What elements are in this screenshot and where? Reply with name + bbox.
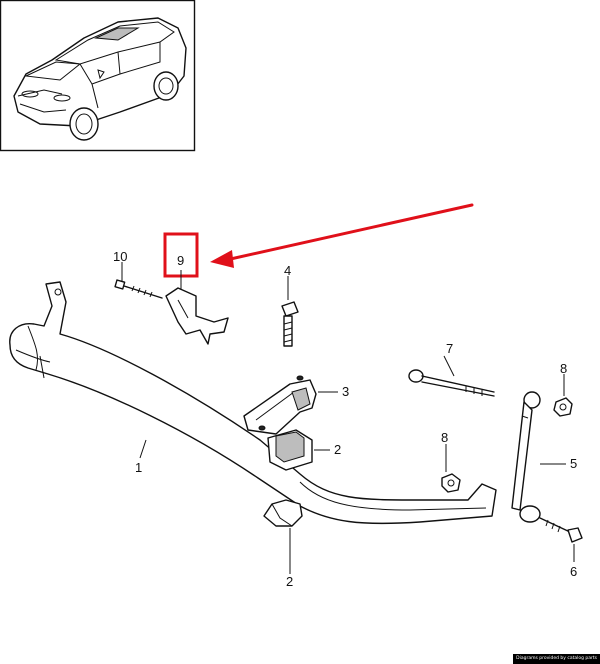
highlight-arrow (210, 203, 474, 268)
coupling-rod-part-5 (511, 391, 541, 523)
stabilizer-bar (9, 281, 497, 525)
bolt-part-10 (114, 279, 163, 299)
callout-3: 3 (342, 384, 349, 399)
callout-1: 1 (135, 460, 142, 475)
nut-part-8-left (441, 473, 461, 493)
bushing-lower (263, 499, 303, 527)
callout-7: 7 (446, 341, 453, 356)
bolt-part-4 (281, 301, 299, 347)
suv-illustration (13, 17, 187, 141)
clamp-bracket-part-3 (243, 375, 317, 435)
bolt-part-7 (408, 369, 495, 397)
vehicle-thumbnail (0, 0, 196, 152)
callout-2-lower: 2 (286, 574, 293, 589)
bushing-upper (267, 429, 313, 471)
credit-footer: Diagrams provided by catalog parts (513, 654, 600, 664)
callout-2-upper: 2 (334, 442, 341, 457)
callout-8-right: 8 (560, 361, 567, 376)
bolt-part-6 (539, 517, 583, 543)
bracket-part-9 (165, 287, 229, 345)
callout-labels: 10 9 4 3 2 1 2 7 8 8 5 6 (113, 249, 577, 589)
callout-6: 6 (570, 564, 577, 579)
nut-part-8-right (553, 397, 573, 417)
callout-8-left: 8 (441, 430, 448, 445)
callout-4: 4 (284, 263, 291, 278)
callout-10: 10 (113, 249, 127, 264)
callout-9: 9 (177, 253, 184, 268)
callout-5: 5 (570, 456, 577, 471)
leader-lines (121, 262, 575, 574)
